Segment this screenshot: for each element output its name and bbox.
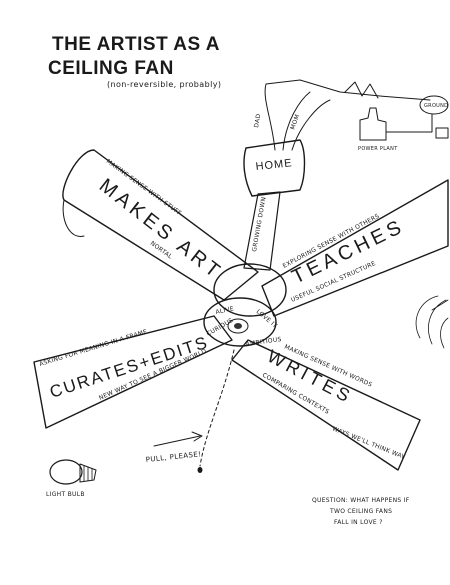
blade-shape-curates: [33, 315, 233, 429]
home-label: HOME: [255, 157, 293, 173]
title-line-2: CEILING FAN: [48, 58, 174, 79]
question-line-2: TWO CEILING FANS: [329, 508, 392, 515]
blade-make-art-label: MAKES ART: [95, 175, 227, 285]
home-box: [243, 139, 306, 197]
air-swirl: [415, 295, 449, 349]
blade-shade-make-art: [62, 199, 85, 237]
title-subtitle: (non-reversible, probably): [107, 80, 221, 89]
wire-extra: [291, 99, 331, 151]
hub-curious-label: CURIOUS: [206, 317, 235, 338]
pull-arrow-head: [191, 431, 203, 442]
light-bulb-threads: [83, 465, 93, 482]
hub-love-it-label: LOVE IT: [255, 308, 279, 330]
outlet-icon: [435, 127, 449, 139]
light-bulb-label: LIGHT BULB: [46, 491, 85, 498]
rod-label: GROWING DOWN: [251, 196, 268, 252]
blade-writes: WRITES MAKING SENSE WITH WORDS COMPARING…: [231, 339, 421, 471]
light-bulb: LIGHT BULB: [46, 459, 97, 498]
hub-ambitious-label: AMBITIOUS: [245, 336, 282, 348]
blade-make-art: MAKES ART MAKING SENSE WITH STUFF NORTAL: [62, 149, 259, 301]
light-bulb-glass: [49, 459, 83, 485]
hub-disc: [203, 297, 277, 347]
blade-shape-make-art: [62, 149, 259, 301]
motor-housing: [213, 263, 287, 317]
ground-circle: [419, 95, 449, 115]
blade-shape-teaches: [261, 179, 449, 317]
wire-main: [264, 79, 431, 151]
wire-plant: [385, 113, 433, 133]
wiring: DAD MOM GROUND POWER PLANT: [253, 79, 449, 152]
question-line-1: QUESTION: WHAT HAPPENS IF: [312, 497, 410, 504]
blade-curates: CURATES+EDITS ASKING FOR MEANING IN A FR…: [33, 315, 233, 429]
power-plant-label: POWER PLANT: [358, 146, 398, 152]
pull-arrow-line: [153, 435, 201, 447]
blade-curates-label: CURATES+EDITS: [47, 332, 211, 401]
ground-label: GROUND: [424, 103, 448, 109]
question-line-3: FALL IN LOVE ?: [334, 519, 383, 526]
blade-shape-writes: [231, 339, 421, 471]
light-bulb-base: [79, 463, 97, 483]
air-swirl-lines: [415, 295, 449, 349]
wire-mom-label: MOM: [289, 113, 301, 130]
fixture: HOME GROWING DOWN: [243, 139, 306, 271]
title-line-1: THE ARTIST AS A: [52, 34, 220, 55]
down-rod: [243, 191, 281, 271]
pull-chain-line: [199, 349, 235, 467]
question-block: QUESTION: WHAT HAPPENS IF TWO CEILING FA…: [312, 497, 410, 526]
pull-chain-label: PULL, PLEASE!: [145, 450, 201, 464]
wire-dad-label: DAD: [253, 113, 262, 128]
wire-zigzag: [344, 81, 379, 99]
blade-teaches: TEACHES EXPLORING SENSE WITH OTHERS USEF…: [261, 179, 449, 317]
power-plant-icon: [359, 107, 387, 141]
pull-chain-knob: [197, 467, 203, 473]
title-block: THE ARTIST AS A CEILING FAN (non-reversi…: [48, 34, 221, 89]
hub-screw: [234, 323, 242, 329]
hub-alive-label: ALIVE: [215, 305, 235, 316]
hub-center: [227, 318, 249, 334]
blade-writes-note-3: WAYS WE'LL THINK WAY: [331, 425, 406, 461]
